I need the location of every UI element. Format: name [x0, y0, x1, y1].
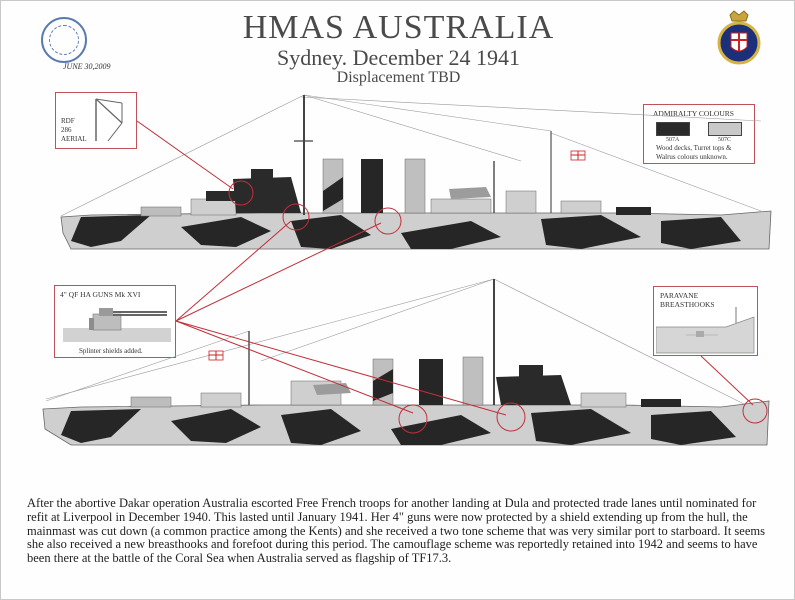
page-title: HMAS AUSTRALIA — [242, 9, 555, 46]
paravane-breasthooks-callout: PARAVANE BREASTHOOKS — [653, 286, 758, 356]
swatch-507a-label: 507A — [666, 137, 680, 143]
swatch-507c-label: 507C — [718, 137, 732, 143]
swatch-507a — [656, 122, 690, 136]
ship-profiles — [42, 94, 772, 446]
ha-guns-title: 4" QF HA GUNS Mk XVI — [60, 290, 141, 299]
paravane-label-2: BREASTHOOKS — [660, 300, 715, 309]
date-signature: JUNE 30,2009 — [63, 62, 111, 71]
eric-leon-logo — [41, 17, 87, 63]
admiralty-title: ADMIRALTY COLOURS — [653, 109, 734, 118]
page-subtitle: Sydney. December 24 1941 — [277, 45, 520, 70]
swatch-507c — [708, 122, 742, 136]
admiralty-note-2: Walrus colours unknown. — [656, 153, 728, 161]
lower-ship — [42, 279, 770, 446]
admiralty-note-1: Wood decks, Turret tops & — [656, 144, 732, 152]
ran-crest-icon — [717, 10, 761, 65]
rdf-label-2: 286 — [61, 126, 72, 134]
paravane-label-1: PARAVANE — [660, 291, 699, 300]
rdf-label-1: RDF — [61, 117, 75, 125]
admiralty-colours-key: ADMIRALTY COLOURS 507A 507C Wood decks, … — [643, 104, 755, 164]
description-text: After the abortive Dakar operation Austr… — [27, 496, 765, 566]
rdf-label-3: AERIAL — [61, 135, 87, 143]
ha-guns-callout: 4" QF HA GUNS Mk XVI Splinter shields ad… — [54, 285, 176, 358]
upper-ship — [60, 95, 772, 250]
page-subtitle-2: Displacement TBD — [336, 69, 461, 86]
rdf-aerial-callout: RDF 286 AERIAL — [55, 92, 137, 149]
ha-guns-caption: Splinter shields added. — [79, 347, 143, 355]
